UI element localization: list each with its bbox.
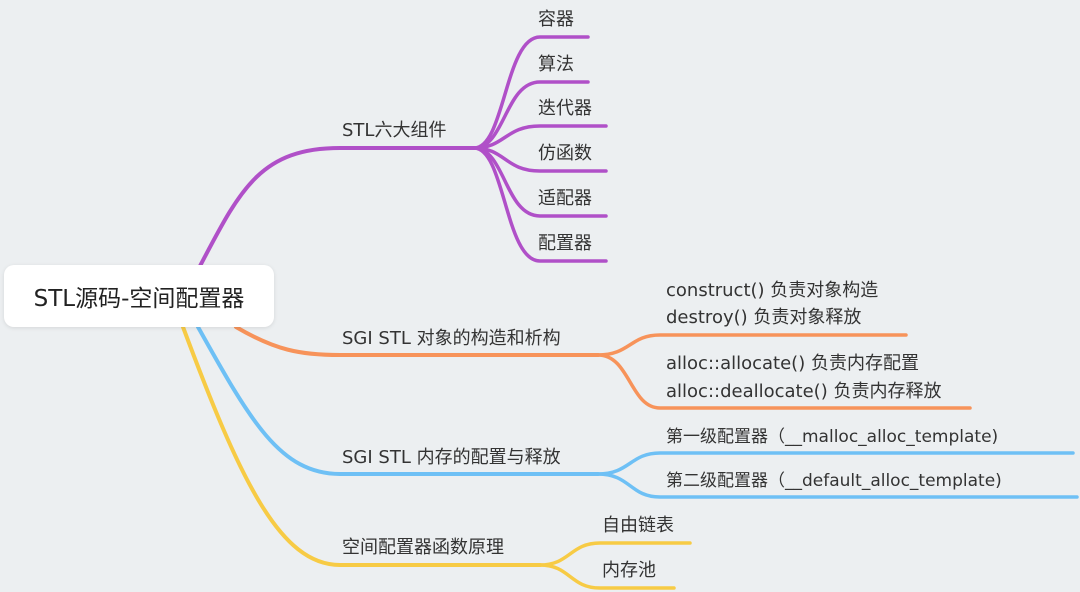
connector-algorithm: [472, 80, 590, 150]
connector-second-level: [596, 472, 1079, 499]
leaf-construct[interactable]: construct() 负责对象构造: [666, 280, 879, 301]
leaf-free-list[interactable]: 自由链表: [602, 515, 674, 536]
root-topic[interactable]: STL源码-空间配置器: [4, 265, 274, 327]
connector-root-to-stl-components: [198, 146, 476, 268]
connector-construct-group: [596, 333, 908, 357]
leaf-second-level-allocator[interactable]: 第二级配置器（__default_alloc_template): [666, 471, 1002, 491]
leaf-allocate[interactable]: alloc::allocate() 负责内存配置: [666, 353, 919, 374]
connector-root-to-memory: [196, 325, 600, 476]
branch-memory-alloc-release[interactable]: SGI STL 内存的配置与释放: [342, 447, 561, 468]
leaf-allocator[interactable]: 配置器: [538, 233, 592, 254]
leaf-algorithm[interactable]: 算法: [538, 54, 574, 75]
connector-allocator: [472, 146, 608, 263]
leaf-iterator[interactable]: 迭代器: [538, 98, 592, 119]
leaf-adapter[interactable]: 适配器: [538, 188, 592, 209]
connector-root-to-construct-destruct: [234, 325, 600, 357]
connector-memory-pool: [538, 563, 676, 590]
leaf-first-level-allocator[interactable]: 第一级配置器（__malloc_alloc_template): [666, 427, 999, 447]
branch-construct-destruct[interactable]: SGI STL 对象的构造和析构: [342, 328, 561, 349]
leaf-deallocate[interactable]: alloc::deallocate() 负责内存释放: [666, 381, 942, 402]
connector-allocate-group: [596, 353, 972, 410]
branch-allocator-function-principle[interactable]: 空间配置器函数原理: [342, 537, 504, 558]
connector-container: [472, 35, 590, 150]
branch-stl-components[interactable]: STL六大组件: [342, 120, 447, 141]
leaf-memory-pool[interactable]: 内存池: [602, 560, 656, 581]
leaf-destroy[interactable]: destroy() 负责对象释放: [666, 307, 862, 328]
leaf-container[interactable]: 容器: [538, 9, 574, 30]
leaf-functor[interactable]: 仿函数: [538, 143, 592, 164]
connector-root-to-principle: [181, 325, 542, 567]
